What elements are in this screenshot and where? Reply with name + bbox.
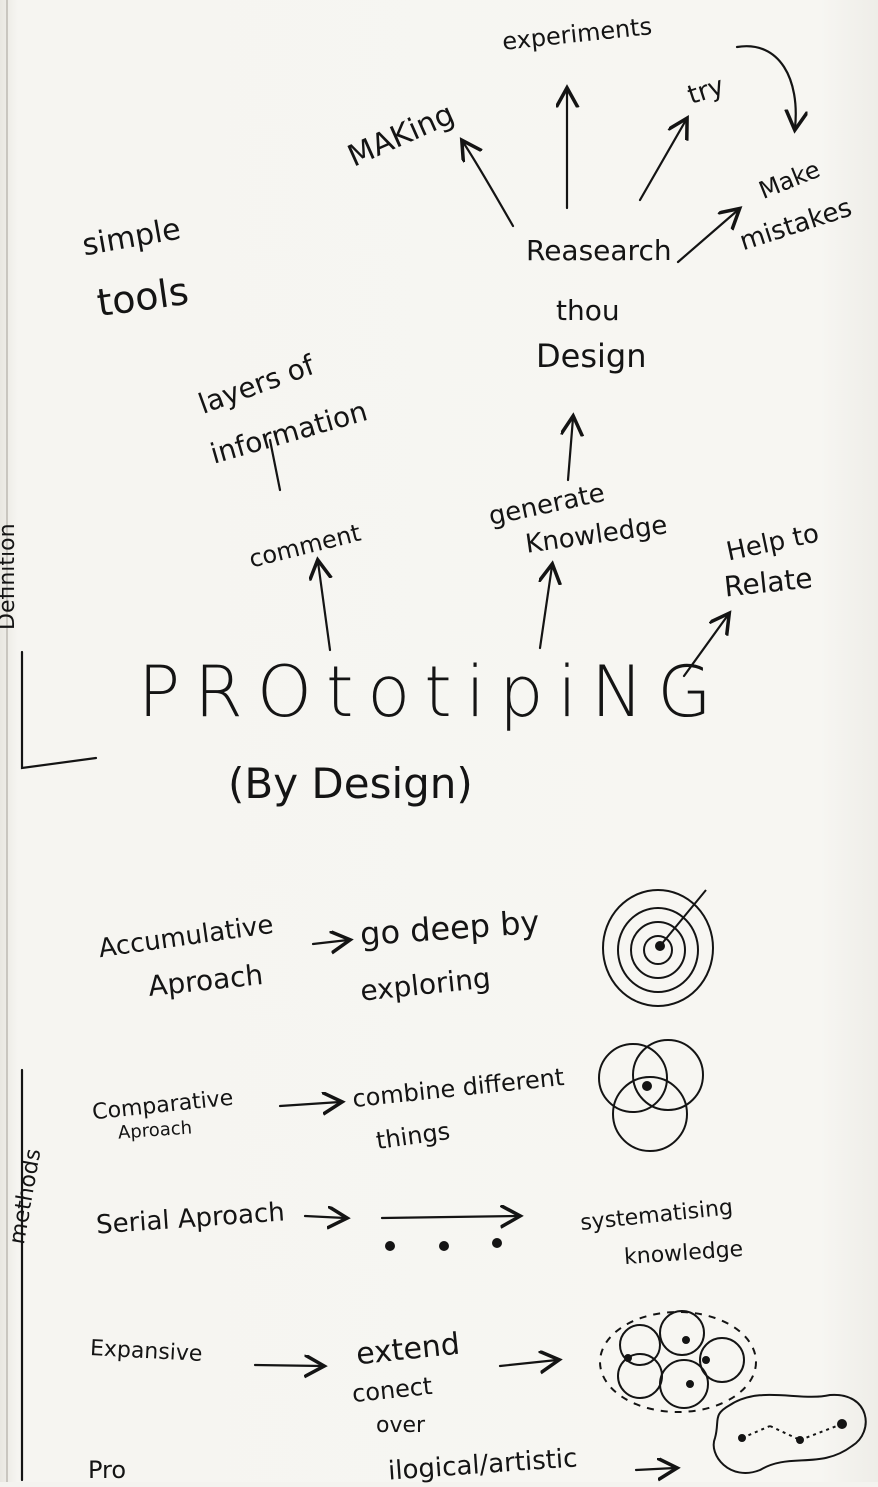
central-subtitle: (By Design)	[228, 759, 473, 808]
dots-sequence-icon	[385, 1238, 502, 1251]
definition-bracket	[20, 650, 98, 770]
arrow-generate-hub	[568, 418, 573, 482]
method-5-name: Pro	[88, 1456, 127, 1484]
arrow-generate	[540, 566, 552, 650]
hub-label-3: Design	[536, 337, 647, 375]
network-blob-icon	[712, 1393, 867, 1474]
arrow-mistakes	[676, 210, 738, 264]
arrow-relate	[682, 615, 728, 678]
arrow-comment	[318, 562, 330, 652]
arrow-making	[463, 142, 515, 228]
arrow-loop	[735, 45, 796, 128]
concentric-circles-icon	[602, 889, 714, 1007]
overlapping-circles-icon	[598, 1039, 704, 1152]
arrow-try	[638, 120, 686, 202]
hub-label-2: thou	[556, 294, 620, 327]
method-4-name: Expansive	[89, 1336, 204, 1367]
method-4-desc-3: over	[376, 1413, 426, 1438]
central-title: PROtotipiNG	[138, 651, 726, 733]
hub-label-1: Reasearch	[526, 234, 672, 267]
margin-definition: Definition	[0, 523, 20, 630]
cluster-circles-icon	[599, 1310, 757, 1413]
